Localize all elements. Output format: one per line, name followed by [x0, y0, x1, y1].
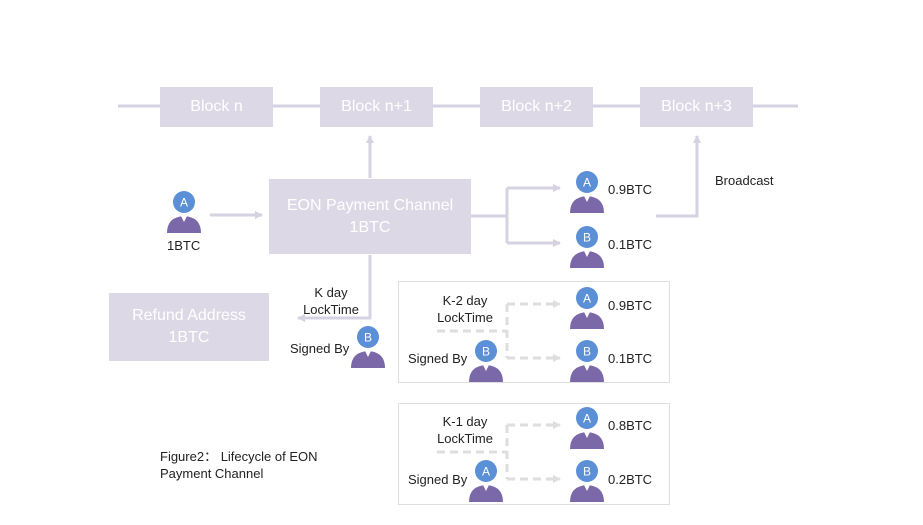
person-b-refund-signer-icon: B	[349, 324, 387, 368]
k1-output-a-amount: 0.8BTC	[608, 418, 653, 433]
k2-signed-by-label: Signed By	[408, 351, 468, 366]
block-n-plus-2: Block n+2	[480, 87, 593, 127]
k1-output-b-amount: 0.2BTC	[608, 472, 653, 487]
person-a-k1-output-icon: A	[568, 405, 606, 449]
avatar-letter: B	[482, 345, 490, 359]
k1-locktime-label: K-1 day LockTime	[437, 414, 493, 446]
block-n-plus-3: Block n+3	[640, 87, 753, 127]
person-a-depositor-icon: A	[165, 189, 203, 233]
k1-signed-by-label: Signed By	[408, 472, 468, 487]
avatar-letter: A	[180, 196, 188, 210]
k2-output-a-amount: 0.9BTC	[608, 298, 653, 313]
avatar-letter: B	[583, 345, 591, 359]
avatar-letter: B	[583, 465, 591, 479]
person-a-k2-output-icon: A	[568, 285, 606, 329]
person-b-k2-output-icon: B	[568, 338, 606, 382]
refund-address-box: Refund Address 1BTC	[109, 293, 269, 361]
avatar-letter: B	[364, 331, 372, 345]
broadcast-label: Broadcast	[715, 173, 774, 188]
avatar-letter: A	[583, 176, 591, 190]
refund-arrow	[297, 255, 372, 322]
avatar-letter: A	[482, 465, 490, 479]
k2-locktime-label: K-2 day LockTime	[437, 293, 493, 325]
broadcast-arrow	[656, 135, 701, 218]
output-b-amount: 0.1BTC	[608, 237, 653, 252]
k2-transaction-frame	[398, 281, 670, 383]
person-b-k2-signer-icon: B	[467, 338, 505, 382]
payment-channel-box: EON Payment Channel 1BTC	[269, 179, 471, 254]
output-a-amount: 0.9BTC	[608, 182, 653, 197]
person-b-k1-output-icon: B	[568, 458, 606, 502]
avatar-letter: A	[583, 292, 591, 306]
figure-caption: Figure2： Lifecycle of EON Payment Channe…	[160, 449, 318, 481]
k-day-locktime-label: K day LockTime	[303, 285, 359, 317]
avatar-letter: B	[583, 231, 591, 245]
refund-signed-by-label: Signed By	[290, 341, 350, 356]
block-n-plus-1: Block n+1	[320, 87, 433, 127]
block-n: Block n	[160, 87, 273, 127]
input-amount-label: 1BTC	[167, 238, 201, 253]
k1-transaction-frame	[398, 403, 670, 505]
person-b-output-icon: B	[568, 224, 606, 268]
person-a-k1-signer-icon: A	[467, 458, 505, 502]
k2-output-b-amount: 0.1BTC	[608, 351, 653, 366]
person-a-output-icon: A	[568, 169, 606, 213]
avatar-letter: A	[583, 412, 591, 426]
